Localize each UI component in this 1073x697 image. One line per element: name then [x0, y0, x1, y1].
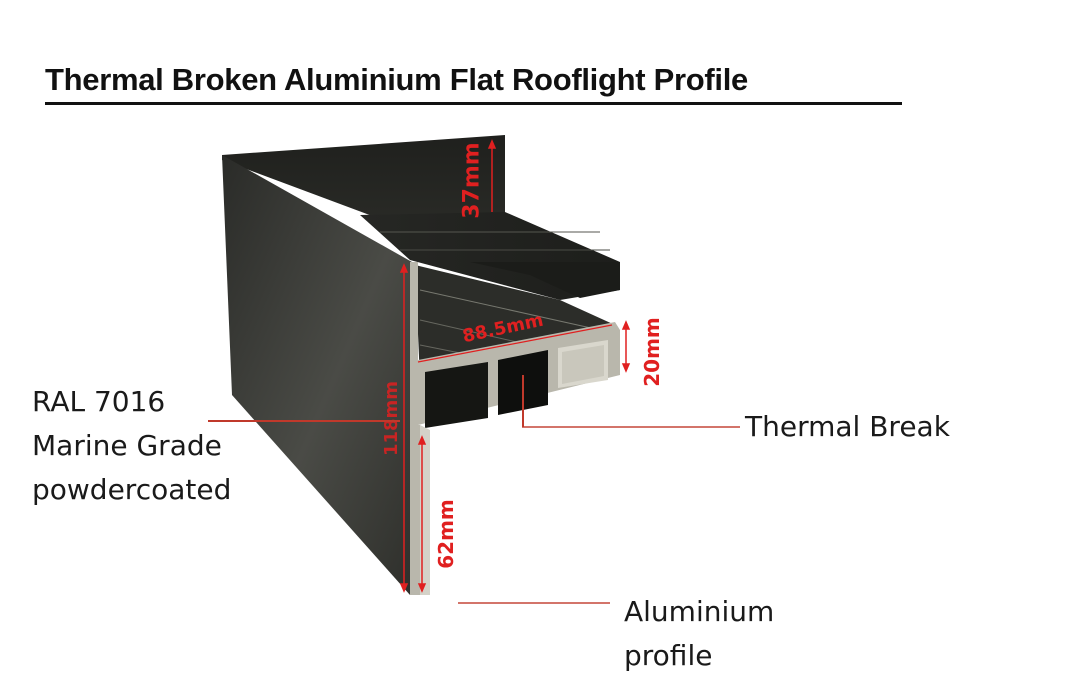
thermal-break-leader-horizontal — [522, 426, 740, 428]
aluminium-profile-leader-line — [458, 602, 610, 604]
dimension-leg-height: 62mm — [433, 499, 458, 569]
upstand-back-wall — [222, 135, 505, 230]
dimension-upstand: 37mm — [459, 142, 485, 219]
finish-callout: RAL 7016 Marine Grade powdercoated — [32, 380, 231, 512]
thermal-break-leader-vertical — [522, 375, 524, 427]
aluminium-profile-callout-line2: profile — [624, 639, 713, 672]
aluminium-profile-callout: Aluminium profile — [624, 590, 774, 678]
aluminium-profile-callout-line1: Aluminium — [624, 595, 775, 628]
dimension-total-height: 118mm — [381, 380, 403, 457]
dimension-glazing-depth: 20mm — [639, 317, 664, 387]
thermal-break-callout: Thermal Break — [745, 410, 950, 443]
diagram-title: Thermal Broken Aluminium Flat Rooflight … — [45, 62, 748, 97]
finish-leader-line — [208, 420, 400, 422]
title-underline — [45, 102, 902, 105]
profile-side-face — [222, 155, 412, 595]
finish-callout-line2: Marine Grade — [32, 429, 222, 462]
finish-callout-line1: RAL 7016 — [32, 385, 166, 418]
finish-callout-line3: powdercoated — [32, 473, 232, 506]
